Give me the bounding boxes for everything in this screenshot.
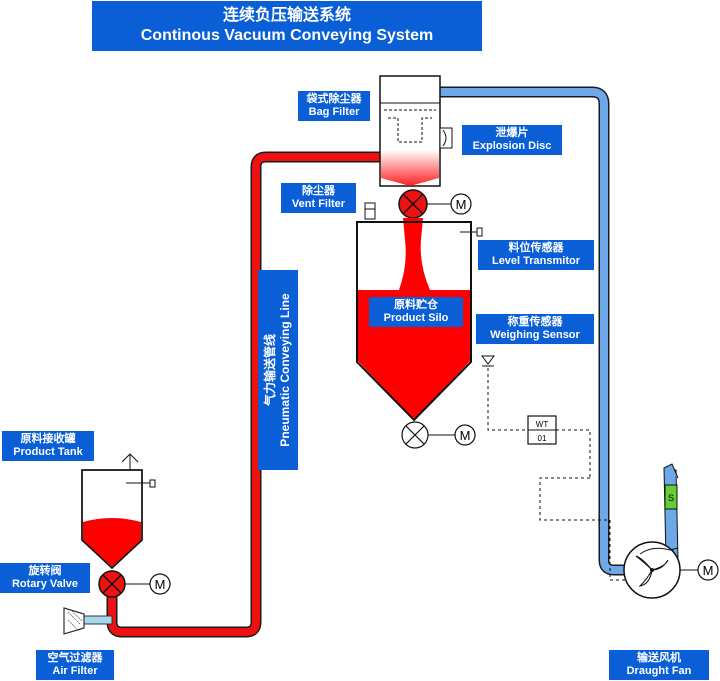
wt-number: 01 — [538, 434, 547, 443]
motor-symbol: M — [155, 577, 166, 592]
label-en: Draught Fan — [626, 665, 692, 677]
label-pneumatic-line: 气力输送管线 Pneumatic Conveying Line — [258, 270, 298, 470]
label-en: Pneumatic Conveying Line — [278, 293, 292, 447]
wt-tag: WT — [536, 420, 549, 429]
label-cn: 称重传感器 — [507, 316, 563, 328]
vent-filter-icon — [364, 202, 376, 220]
label-cn: 原料接收罐 — [20, 433, 76, 445]
label-en: Explosion Disc — [472, 140, 552, 152]
pneumatic-conveying-pipe — [106, 151, 382, 638]
weighing-sensor — [481, 355, 495, 365]
label-cn: 泄爆片 — [495, 127, 529, 139]
product-tank — [81, 453, 156, 570]
label-air-filter: 空气过滤器 Air Filter — [36, 650, 114, 680]
label-draught-fan: 输送风机 Draught Fan — [609, 650, 709, 680]
motor-symbol: M — [456, 197, 467, 212]
fan-silencer-tag: S — [668, 493, 674, 503]
motor-symbol: M — [703, 563, 714, 578]
label-cn: 料位传感器 — [508, 242, 564, 254]
draught-fan: S M — [623, 463, 719, 599]
label-explosion-disc: 泄爆片 Explosion Disc — [462, 125, 562, 155]
tank-valve-motor — [149, 573, 171, 595]
label-vent-filter: 除尘器 Vent Filter — [281, 183, 356, 213]
label-en: Product Silo — [383, 312, 449, 324]
label-en: Weighing Sensor — [490, 329, 580, 341]
label-rotary-valve: 旋转阀 Rotary Valve — [0, 563, 90, 593]
label-weighing-sensor: 称重传感器 Weighing Sensor — [476, 314, 594, 344]
label-cn: 气力输送管线 — [263, 334, 277, 407]
label-en: Vent Filter — [291, 198, 346, 210]
air-filter — [63, 607, 85, 635]
silo-valve-motor — [450, 193, 472, 215]
label-en: Bag Filter — [308, 106, 360, 118]
label-cn: 袋式除尘器 — [306, 93, 362, 105]
label-cn: 旋转阀 — [28, 565, 62, 577]
motor-symbol: M — [460, 428, 471, 443]
label-cn: 空气过滤器 — [47, 652, 103, 664]
label-bag-filter: 袋式除尘器 Bag Filter — [298, 91, 370, 121]
bag-filter — [379, 75, 441, 187]
label-level-transmitor: 料位传感器 Level Transmitor — [478, 240, 594, 270]
title-en: Continous Vacuum Conveying System — [140, 27, 434, 44]
label-en: Level Transmitor — [491, 255, 581, 267]
diagram-title: 连续负压输送系统 Continous Vacuum Conveying Syst… — [92, 1, 482, 51]
label-cn: 输送风机 — [637, 652, 681, 664]
discharge-motor — [454, 424, 476, 446]
label-product-tank: 原料接收罐 Product Tank — [2, 431, 94, 461]
label-cn: 除尘器 — [302, 185, 335, 197]
label-product-silo: 原料贮仓 Product Silo — [369, 297, 463, 327]
label-en: Product Tank — [13, 446, 83, 458]
title-cn: 连续负压输送系统 — [222, 7, 351, 24]
label-en: Air Filter — [52, 665, 98, 677]
air-inlet-pipe — [83, 615, 113, 625]
label-en: Rotary Valve — [11, 578, 79, 590]
label-cn: 原料贮仓 — [394, 299, 438, 311]
